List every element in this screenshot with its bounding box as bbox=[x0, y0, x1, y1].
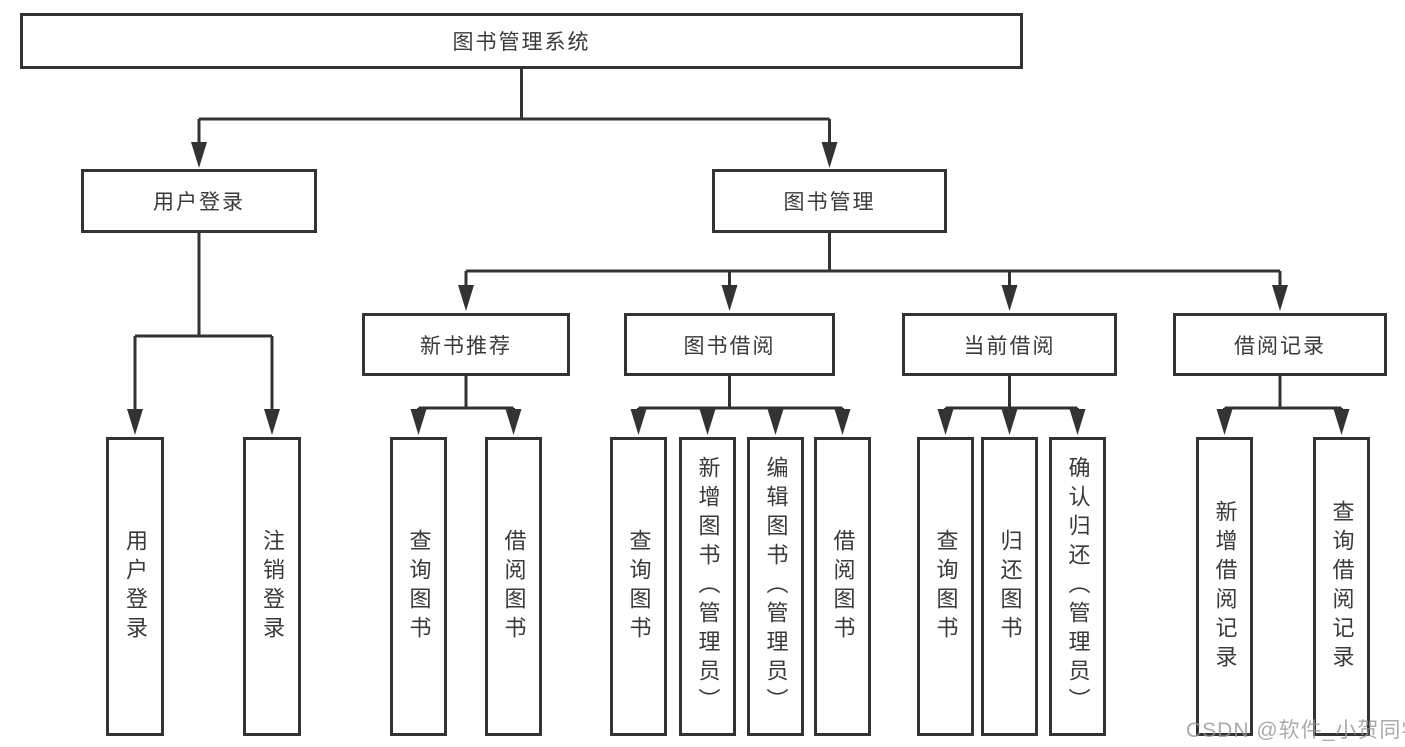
arrow-down-icon bbox=[1069, 409, 1086, 435]
leaf-br-query-borrow-record: 查询借阅记录 bbox=[1313, 437, 1370, 736]
arrow-down-icon bbox=[505, 409, 522, 435]
node-new-book-recommend: 新书推荐 bbox=[362, 313, 570, 376]
leaf-bb-edit-books-admin: 编辑图书（管理员） bbox=[747, 437, 804, 736]
arrow-down-icon bbox=[127, 409, 143, 435]
leaf-bb-query-books: 查询图书 bbox=[610, 437, 667, 736]
connector-root-to-level2 bbox=[197, 69, 831, 148]
arrow-down-icon bbox=[821, 142, 838, 168]
arrow-down-icon bbox=[1272, 285, 1288, 311]
node-book-management: 图书管理 bbox=[712, 169, 947, 233]
node-library-management-system: 图书管理系统 bbox=[20, 13, 1023, 69]
arrow-down-icon bbox=[1001, 285, 1018, 311]
leaf-cb-query-books: 查询图书 bbox=[917, 437, 974, 736]
arrow-down-icon bbox=[191, 142, 207, 168]
arrow-down-icon bbox=[458, 285, 474, 311]
leaf-nbr-borrow-books: 借阅图书 bbox=[485, 437, 542, 736]
arrow-down-icon bbox=[834, 409, 851, 435]
arrow-down-icon bbox=[1001, 409, 1018, 435]
arrow-down-icon bbox=[410, 409, 427, 435]
leaf-logout-login: 注销登录 bbox=[243, 437, 301, 736]
node-user-login: 用户登录 bbox=[81, 169, 317, 233]
node-current-borrow: 当前借阅 bbox=[902, 313, 1117, 376]
connector-userlogin-to-leaves bbox=[133, 233, 274, 414]
arrow-down-icon bbox=[937, 409, 954, 435]
leaf-bb-borrow-books: 借阅图书 bbox=[814, 437, 871, 736]
arrow-down-icon bbox=[1216, 409, 1233, 435]
arrow-down-icon bbox=[721, 285, 738, 311]
node-borrow-records: 借阅记录 bbox=[1173, 313, 1387, 376]
leaf-cb-confirm-return-admin: 确认归还（管理员） bbox=[1049, 437, 1106, 736]
leaf-br-add-borrow-record: 新增借阅记录 bbox=[1196, 437, 1253, 736]
leaf-cb-return-books: 归还图书 bbox=[981, 437, 1038, 736]
leaf-bb-add-books-admin: 新增图书（管理员） bbox=[679, 437, 736, 736]
leaf-nbr-query-books: 查询图书 bbox=[390, 437, 447, 736]
connector-newbook-to-leaves bbox=[417, 376, 515, 416]
arrow-down-icon bbox=[264, 409, 280, 435]
connector-bookmanage-to-level3 bbox=[464, 233, 1282, 296]
connector-records-to-leaves bbox=[1223, 376, 1343, 416]
arrow-down-icon bbox=[1333, 409, 1350, 435]
arrow-down-icon bbox=[699, 409, 716, 435]
leaf-user-login: 用户登录 bbox=[106, 437, 164, 736]
connector-bookborrow-to-leaves bbox=[637, 376, 844, 416]
arrowhead-icons bbox=[127, 142, 1350, 435]
node-book-borrow: 图书借阅 bbox=[624, 313, 835, 376]
arrow-down-icon bbox=[630, 409, 647, 435]
watermark: CSDN @软件_小贺同学 bbox=[1186, 719, 1405, 742]
arrow-down-icon bbox=[767, 409, 784, 435]
